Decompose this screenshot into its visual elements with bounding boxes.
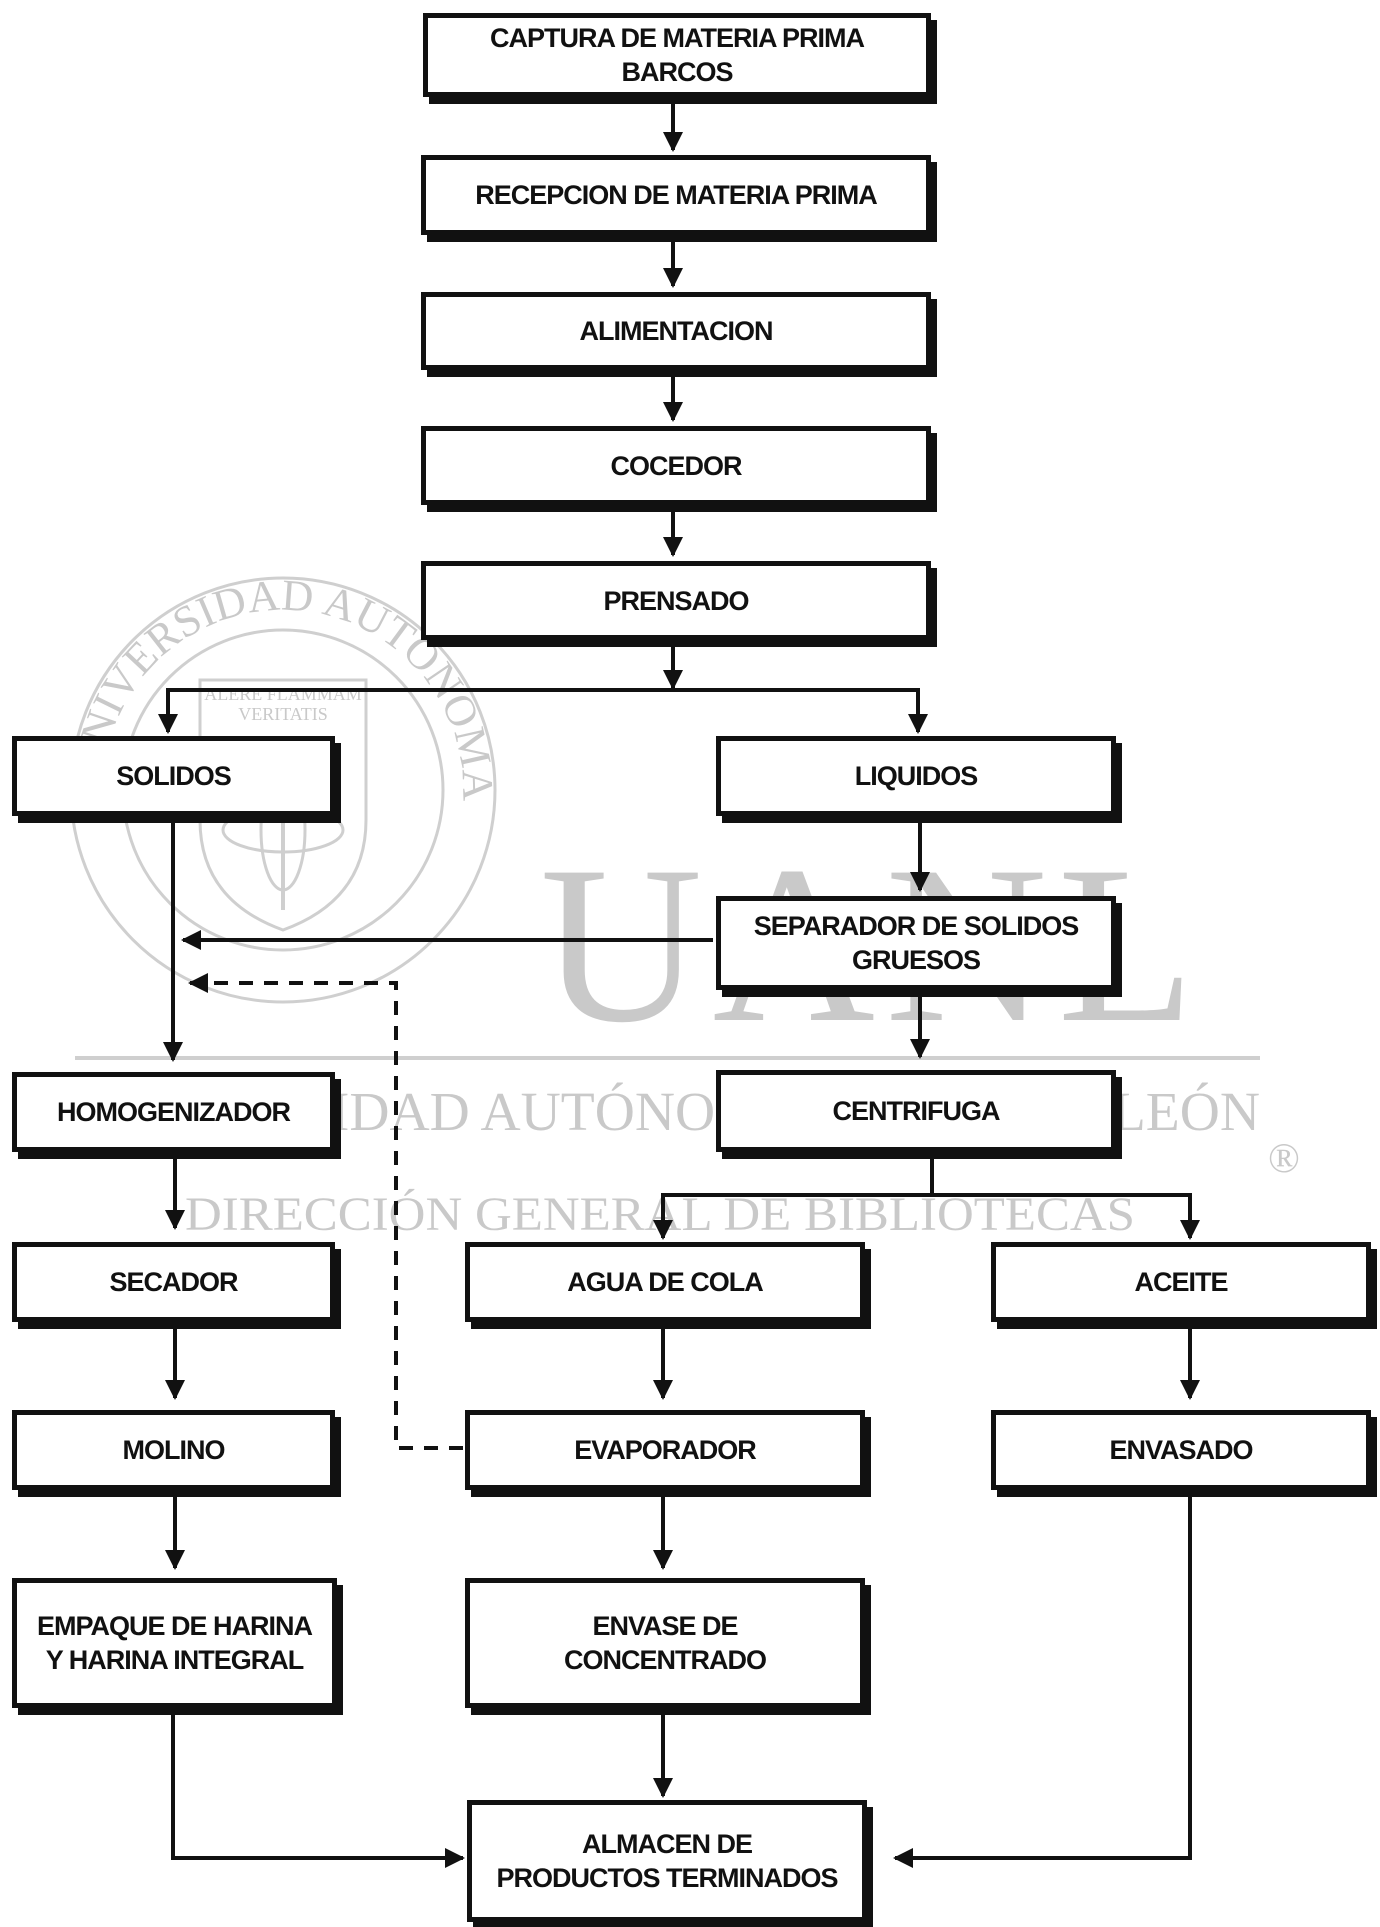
- arrow-empaque-almacen: [171, 1708, 465, 1868]
- node-label: SOLIDOS: [116, 761, 232, 791]
- node-almacen-productos-terminados: ALMACEN DE PRODUCTOS TERMINADOS: [467, 1800, 867, 1922]
- node-label: RECEPCION DE MATERIA PRIMA: [475, 180, 878, 210]
- node-label: LIQUIDOS: [854, 761, 979, 791]
- node-label: SECADOR: [109, 1267, 238, 1297]
- node-label: ENVASADO: [1109, 1435, 1253, 1465]
- node-label: MOLINO: [122, 1435, 226, 1465]
- node-evaporador: EVAPORADOR: [465, 1410, 865, 1490]
- node-label: HOMOGENIZADOR: [57, 1097, 291, 1127]
- node-label: SEPARADOR DE SOLIDOS GRUESOS: [753, 911, 1080, 975]
- arrow-centrifuga-aceite: [932, 1193, 1200, 1240]
- node-agua-de-cola: AGUA DE COLA: [465, 1242, 865, 1322]
- node-alimentacion: ALIMENTACION: [421, 292, 931, 370]
- node-centrifuga: CENTRIFUGA: [716, 1070, 1116, 1152]
- node-homogenizador: HOMOGENIZADOR: [12, 1072, 335, 1152]
- node-aceite: ACEITE: [991, 1242, 1371, 1322]
- node-label: EMPAQUE DE HARINA Y HARINA INTEGRAL: [36, 1611, 313, 1675]
- node-envasado: ENVASADO: [991, 1410, 1371, 1490]
- node-solidos: SOLIDOS: [12, 736, 335, 816]
- node-label: ALMACEN DE PRODUCTOS TERMINADOS: [496, 1829, 838, 1893]
- node-label: ACEITE: [1134, 1267, 1228, 1297]
- node-label: ENVASE DE CONCENTRADO: [564, 1611, 767, 1675]
- registered-mark: ®: [1268, 1136, 1300, 1182]
- node-separador-solidos-gruesos: SEPARADOR DE SOLIDOS GRUESOS: [716, 896, 1116, 990]
- node-label: AGUA DE COLA: [567, 1267, 763, 1297]
- arrow-split-liquidos: [673, 688, 928, 734]
- node-liquidos: LIQUIDOS: [716, 736, 1116, 816]
- node-cocedor: COCEDOR: [421, 426, 931, 505]
- node-prensado: PRENSADO: [421, 561, 931, 640]
- node-captura-materia-prima: CAPTURA DE MATERIA PRIMA BARCOS: [423, 13, 931, 97]
- node-envase-concentrado: ENVASE DE CONCENTRADO: [465, 1578, 865, 1708]
- node-secador: SECADOR: [12, 1242, 335, 1322]
- node-molino: MOLINO: [12, 1410, 335, 1490]
- node-label: COCEDOR: [610, 450, 742, 481]
- node-label: PRENSADO: [603, 585, 749, 616]
- node-label: CAPTURA DE MATERIA PRIMA BARCOS: [490, 23, 865, 87]
- arrow-centrifuga-agua: [653, 1193, 932, 1240]
- node-label: EVAPORADOR: [574, 1435, 757, 1465]
- seal-motto-2: VERITATIS: [238, 704, 328, 724]
- dashed-return-evaporador: [188, 973, 463, 1450]
- node-label: ALIMENTACION: [579, 316, 774, 346]
- node-recepcion-materia-prima: RECEPCION DE MATERIA PRIMA: [421, 155, 931, 235]
- arrow-envasado-almacen: [893, 1490, 1192, 1868]
- node-empaque-harina: EMPAQUE DE HARINA Y HARINA INTEGRAL: [12, 1578, 337, 1708]
- arrow-split-solidos: [158, 688, 673, 734]
- node-label: CENTRIFUGA: [832, 1096, 1001, 1126]
